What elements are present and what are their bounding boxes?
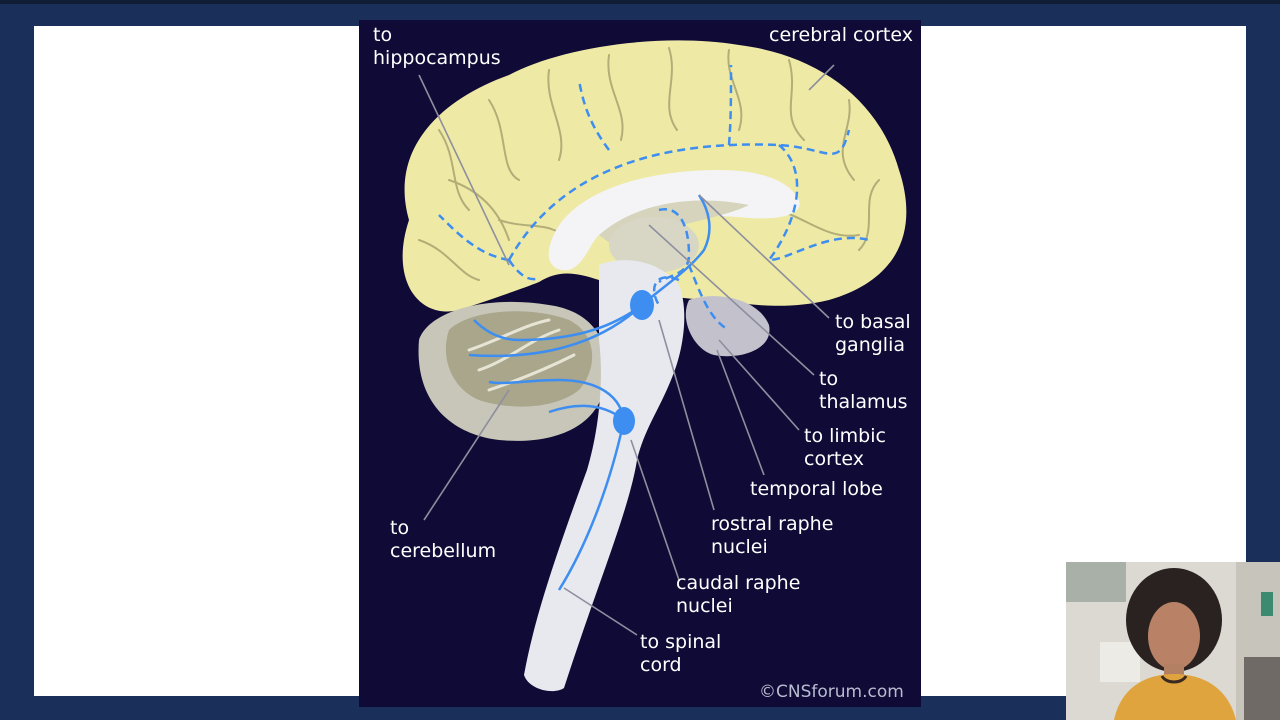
label-to-limbic-cortex: to limbic cortex (804, 425, 886, 471)
label-line: to basal (835, 311, 911, 333)
label-caudal-raphe-nuclei: caudal raphe nuclei (676, 572, 800, 618)
label-line: nuclei (711, 536, 768, 558)
top-strip (0, 0, 1280, 4)
label-line: thalamus (819, 391, 908, 413)
label-line: ganglia (835, 334, 906, 356)
label-line: cord (640, 654, 682, 676)
cerebellum-inner (445, 311, 593, 407)
gyri-lines (418, 47, 880, 281)
presenter-video-frame (1066, 562, 1280, 720)
label-line: hippocampus (373, 47, 501, 69)
label-line: cerebral cortex (769, 24, 913, 46)
solid-pathways (468, 194, 711, 591)
brain-illustration (402, 40, 907, 692)
cerebellum-folia (467, 318, 576, 392)
label-line: nuclei (676, 595, 733, 617)
cortical-pathways (438, 64, 870, 332)
label-rostral-raphe-nuclei: rostral raphe nuclei (711, 513, 833, 559)
serotonin-pathway-diagram: to hippocampus cerebral cortex to basal … (359, 20, 921, 707)
label-to-thalamus: to thalamus (819, 368, 908, 414)
label-line: cerebellum (390, 540, 497, 562)
label-to-cerebellum: to cerebellum (390, 517, 496, 563)
corpus-callosum (548, 170, 800, 271)
label-line: to spinal (640, 631, 722, 653)
leader-lines (418, 64, 835, 636)
label-line: cortex (804, 448, 864, 470)
thalamus-shape (609, 217, 699, 273)
label-line: to limbic (804, 425, 886, 447)
label-line: to (390, 517, 410, 539)
label-to-hippocampus: to hippocampus (373, 24, 501, 70)
rostral-raphe-nucleus (630, 290, 654, 320)
label-temporal-lobe: temporal lobe (750, 478, 883, 501)
caudal-raphe-nucleus (613, 407, 635, 435)
label-line: to (819, 368, 839, 390)
label-cerebral-cortex: cerebral cortex (769, 24, 913, 47)
label-to-basal-ganglia: to basal ganglia (835, 311, 911, 357)
label-line: caudal raphe (676, 572, 801, 594)
label-to-spinal-cord: to spinal cord (640, 631, 721, 677)
copyright-notice: ©CNSforum.com (759, 682, 904, 702)
label-line: to (373, 24, 393, 46)
presenter-webcam-video (1066, 562, 1280, 720)
label-line: temporal lobe (750, 478, 883, 500)
temporal-lobe-shape (685, 296, 770, 357)
label-line: rostral raphe (711, 513, 834, 535)
